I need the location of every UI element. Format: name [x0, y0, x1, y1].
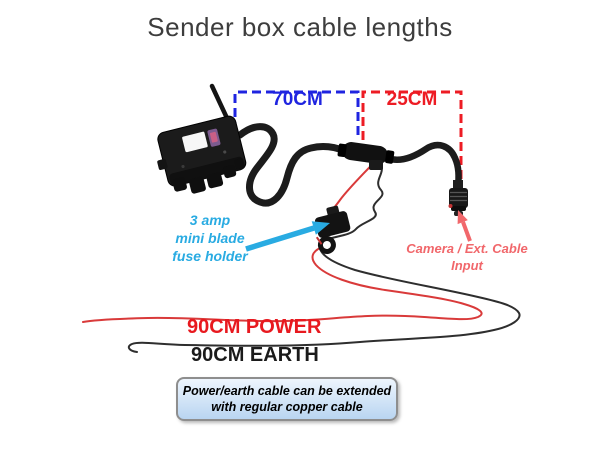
- earth-wire: [127, 162, 521, 353]
- connector-neck: [453, 180, 463, 190]
- sender-box-base: [169, 156, 245, 187]
- page-title: Sender box cable lengths: [147, 12, 453, 42]
- cable-25cm: [383, 141, 462, 192]
- junction-cap: [385, 150, 395, 164]
- connector-seal: [448, 204, 453, 208]
- sender-box: [157, 83, 247, 194]
- sender-box-screw: [223, 150, 227, 154]
- sender-box-port: [172, 177, 187, 192]
- connector-collar: [451, 206, 466, 211]
- power-cable-label: 90CM POWER: [187, 316, 322, 338]
- fuse-arrow-icon: [245, 221, 330, 252]
- note-line1: Power/earth cable can be extended: [182, 384, 392, 398]
- fuse-holder: [314, 205, 351, 254]
- fuse-holder-ring: [317, 235, 336, 254]
- wire-clamp: [369, 160, 383, 170]
- junction-cap: [337, 143, 347, 158]
- camera-arrow-icon: [457, 210, 472, 242]
- note-line2: with regular copper cable: [211, 400, 363, 414]
- length-label-70cm: 70CM: [272, 89, 323, 110]
- camera-label-line2: Input: [451, 258, 483, 273]
- camera-input-label: Camera / Ext. Cable Input: [402, 240, 532, 274]
- fuse-holder-wire: [315, 236, 323, 245]
- fuse-holder-body: [314, 211, 351, 238]
- fuse-label-line2: mini blade: [175, 230, 245, 246]
- earth-cable-label: 90CM EARTH: [191, 344, 319, 366]
- junction-body: [342, 142, 388, 164]
- sender-box-screw: [181, 164, 185, 169]
- sender-box-port: [234, 158, 245, 170]
- camera-label-line1: Camera / Ext. Cable: [406, 241, 528, 256]
- fuse-label-line3: fuse holder: [172, 248, 248, 264]
- sender-box-port: [222, 164, 237, 179]
- cable-70cm: [236, 123, 349, 207]
- bracket-70cm: [233, 90, 360, 140]
- length-label-25cm: 25CM: [386, 89, 438, 110]
- inline-junction: [337, 142, 395, 164]
- sender-box-label-sticker: [182, 131, 208, 153]
- sender-box-port: [188, 176, 206, 194]
- fuse-label-line1: 3 amp: [189, 212, 231, 228]
- sender-box-connector-pin: [209, 131, 218, 143]
- fuse-holder-label: 3 amp mini blade fuse holder: [158, 211, 262, 265]
- note-box: Power/earth cable can be extended with r…: [176, 377, 398, 421]
- power-wire: [82, 247, 483, 323]
- sender-box-port: [206, 172, 224, 189]
- sender-box-tab: [157, 158, 168, 170]
